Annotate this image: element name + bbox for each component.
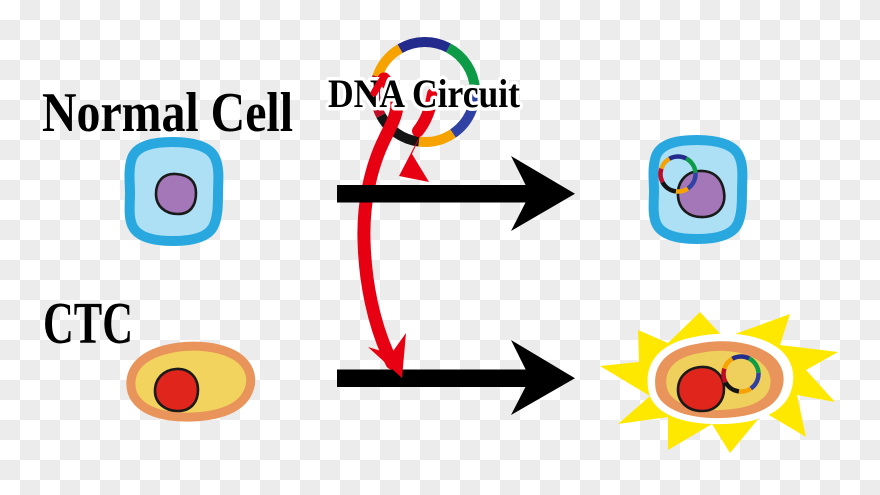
top-arrow-shaft <box>337 185 530 203</box>
normal-cell-icon <box>130 142 219 241</box>
dna-circuit-plasmid-icon <box>370 37 480 147</box>
top-arrow-head <box>511 156 575 231</box>
plasmid-segment <box>418 129 456 147</box>
plasmid-segment <box>668 154 688 161</box>
bottom-arrow-head <box>511 340 575 415</box>
plasmid-segment <box>660 180 677 194</box>
plasmid-segment <box>397 37 451 54</box>
plasmid-segment <box>450 88 480 138</box>
transfected-normal-cell-nucleus <box>676 169 726 219</box>
plasmid-segment <box>686 172 698 191</box>
red-arrow-overlap-detail <box>370 72 389 97</box>
activated-ctc-icon <box>600 312 838 453</box>
plasmid-segment <box>372 44 403 79</box>
plasmid-segment <box>723 380 740 394</box>
plasmid-segment <box>731 354 751 361</box>
plasmid-segment <box>722 356 734 370</box>
dna-circuit-label: DNA Circuit <box>328 71 521 116</box>
plasmid-segment <box>376 112 420 147</box>
plasmid-segment <box>738 386 753 394</box>
plasmid-segment <box>748 356 761 374</box>
plasmid-segment <box>675 186 690 194</box>
ctc-label: CTC <box>43 290 133 356</box>
activated-ctc-nucleus <box>676 365 726 413</box>
plasmid-segment <box>659 156 671 170</box>
plasmid-segment <box>685 156 698 174</box>
internalized-plasmid-icon <box>721 354 761 394</box>
red-arrow-to-normal-head <box>399 128 429 182</box>
internalized-plasmid-icon <box>658 154 698 194</box>
plasmid-segment <box>749 372 761 391</box>
red-arrow-to-ctc-head <box>368 333 406 378</box>
ctc-cell-nucleus <box>153 367 200 413</box>
normal-cell-label: Normal Cell <box>42 82 293 144</box>
plasmid-segment <box>370 74 386 118</box>
top-arrow <box>337 156 575 231</box>
plasmid-segment <box>721 367 728 384</box>
red-arrow-to-normal-tail <box>412 88 439 137</box>
red-arrow-to-normal <box>399 88 439 182</box>
bottom-arrow <box>337 340 575 415</box>
transfected-normal-cell-icon <box>654 140 743 239</box>
bottom-arrow-shaft <box>337 369 530 387</box>
normal-cell-nucleus <box>154 172 198 216</box>
ctc-cell-icon <box>126 341 256 422</box>
plasmid-segment <box>658 167 665 184</box>
plasmid-segment <box>445 43 480 90</box>
